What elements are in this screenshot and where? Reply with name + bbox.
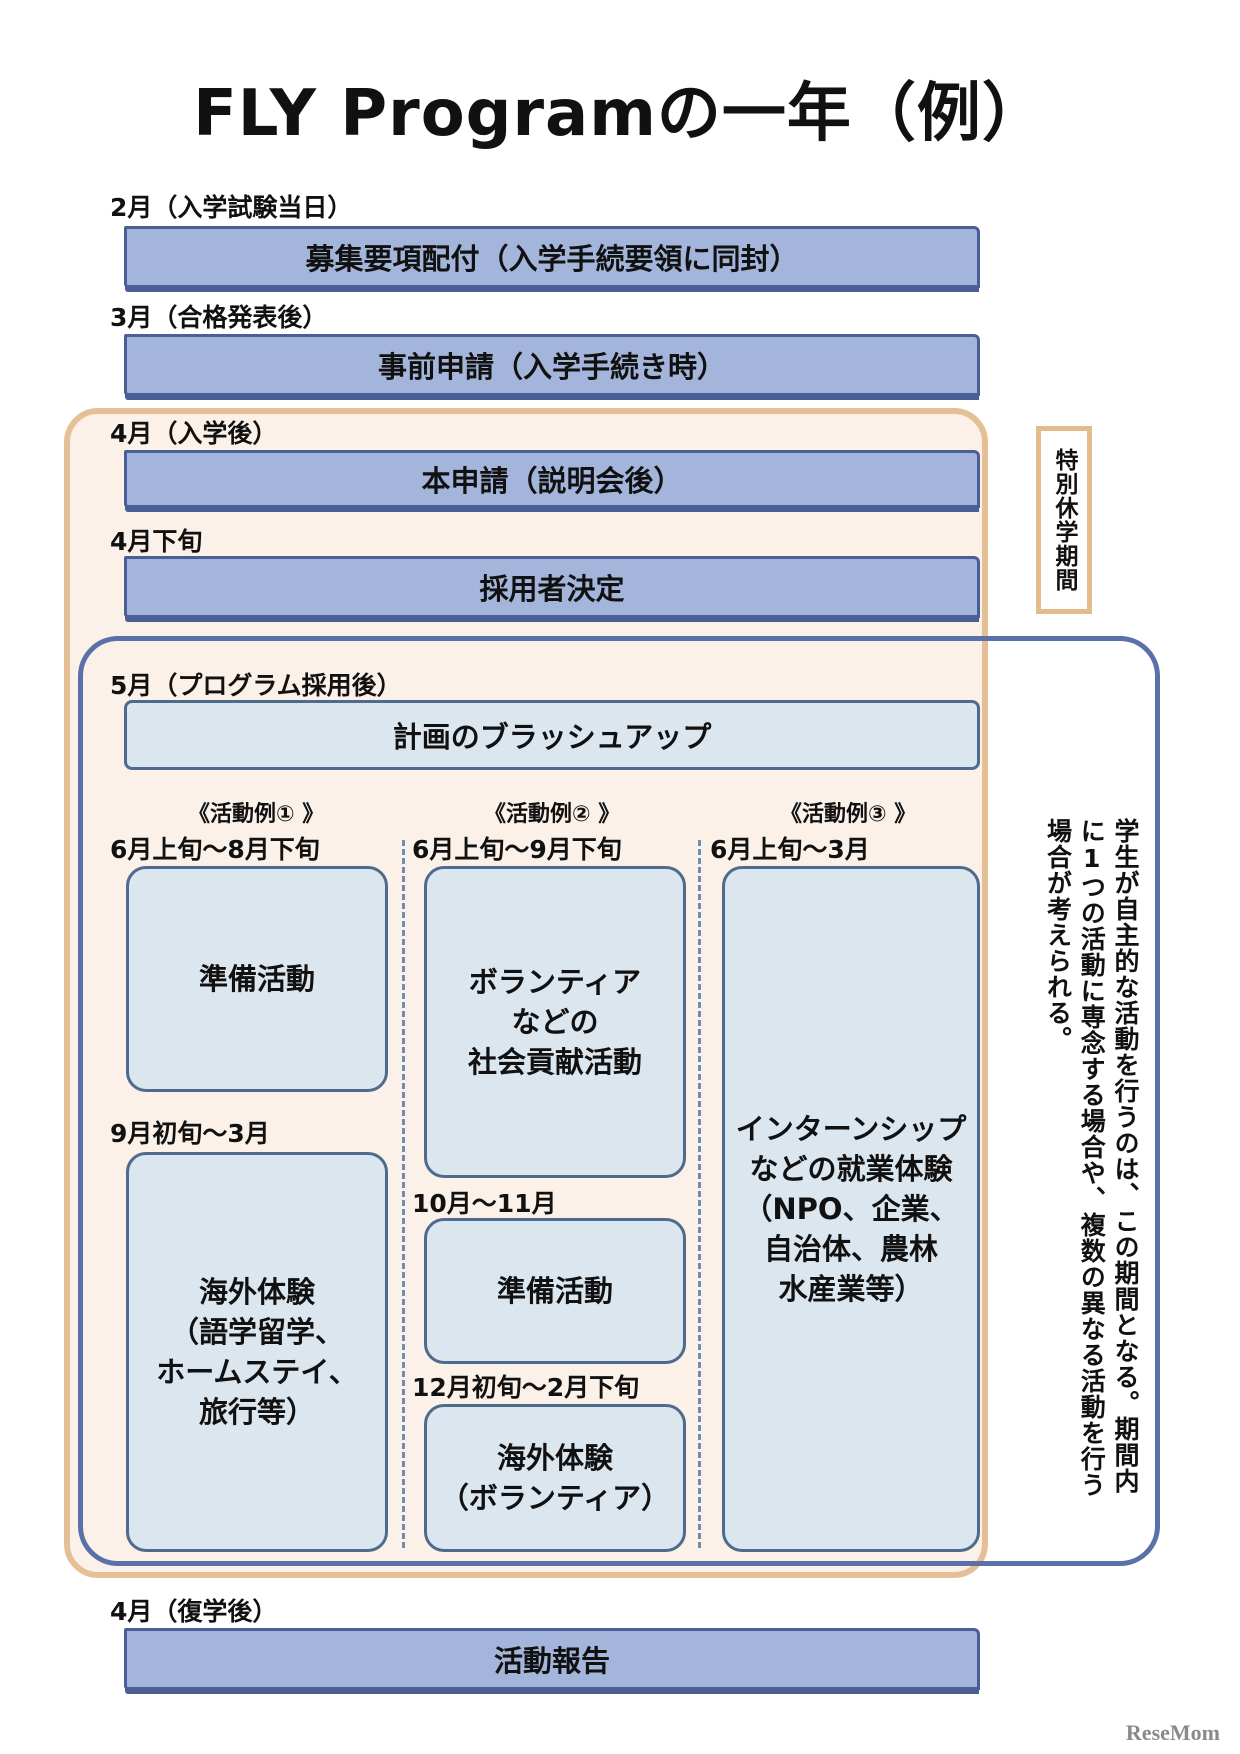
step-banner-apr: 本申請（説明会後） (124, 450, 980, 508)
step-label-apr: 4月（入学後） (110, 419, 278, 448)
activity-3-heading: 《活動例③ 》 (780, 802, 917, 827)
step-banner-feb: 募集要項配付（入学手続要領に同封） (124, 226, 980, 288)
step-banner-mar: 事前申請（入学手続き時） (124, 334, 980, 396)
program-label: 5月（プログラム採用後） (110, 671, 402, 700)
activity-2-period-3: 12月初旬～2月下旬 (412, 1373, 640, 1402)
activity-3-box-1: インターンシップ などの就業体験 （NPO、企業、 自治体、農林 水産業等） (722, 866, 980, 1552)
column-divider-1 (402, 840, 405, 1548)
activity-2-period-1: 6月上旬～9月下旬 (412, 835, 622, 864)
special-leave-label: 特別休学期間 (1036, 426, 1092, 614)
activity-1-box-1: 準備活動 (126, 866, 388, 1092)
final-banner: 活動報告 (124, 1628, 980, 1690)
final-label: 4月（復学後） (110, 1597, 278, 1626)
activity-3-period-1: 6月上旬～3月 (710, 835, 870, 864)
plan-brushup-box: 計画のブラッシュアップ (124, 700, 980, 770)
activity-1-period-1: 6月上旬～8月下旬 (110, 835, 320, 864)
activity-1-period-2: 9月初旬～3月 (110, 1119, 270, 1148)
column-divider-2 (698, 840, 701, 1548)
activity-1-box-2: 海外体験 （語学留学、 ホームステイ、 旅行等） (126, 1152, 388, 1552)
activity-2-box-3: 海外体験 （ボランティア） (424, 1404, 686, 1552)
watermark-logo: ReseMom (1125, 1720, 1220, 1745)
activity-2-box-1: ボランティア などの 社会貢献活動 (424, 866, 686, 1178)
activity-2-heading: 《活動例② 》 (484, 802, 621, 827)
step-label-feb: 2月（入学試験当日） (110, 193, 353, 222)
activity-2-period-2: 10月～11月 (412, 1189, 557, 1218)
program-note: 学生が自主的な活動を行うのは、この期間となる。期間内に1つの活動に専念する場合や… (1043, 818, 1141, 1498)
step-banner-late-apr: 採用者決定 (124, 556, 980, 618)
page-title: FLY Programの一年（例） (193, 77, 1047, 151)
activity-2-box-2: 準備活動 (424, 1218, 686, 1364)
step-label-late-apr: 4月下旬 (110, 527, 203, 556)
program-period-frame (78, 636, 1160, 1566)
step-label-mar: 3月（合格発表後） (110, 303, 328, 332)
activity-1-heading: 《活動例① 》 (188, 802, 325, 827)
